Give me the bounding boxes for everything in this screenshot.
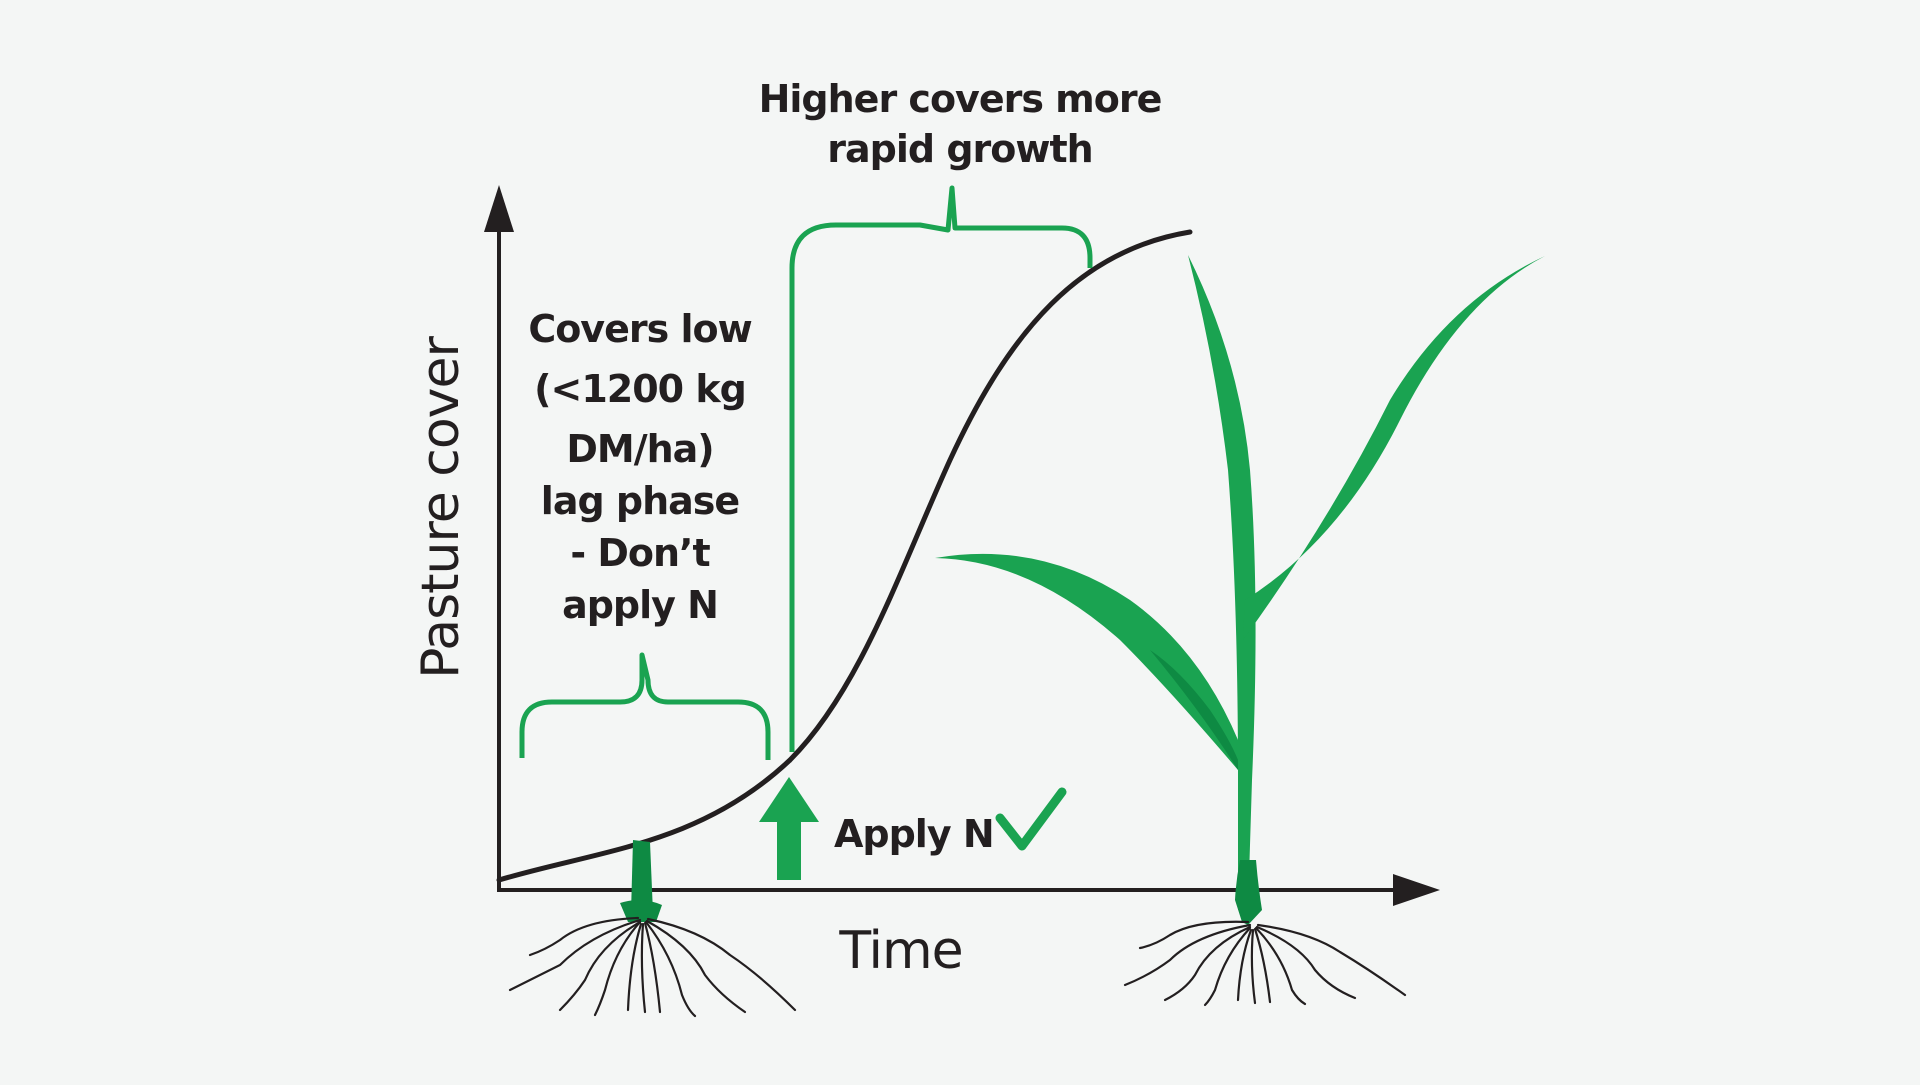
- high-cover-bracket: [789, 185, 1093, 752]
- seedling-stem: [631, 840, 653, 913]
- low-cover-label-line-1: Covers low: [528, 307, 751, 351]
- y-axis-arrowhead: [484, 185, 514, 232]
- growth-curve: [496, 229, 1193, 883]
- large-plant-roots: [1123, 920, 1407, 1007]
- low-cover-label-line-2: (<1200 kg: [534, 367, 746, 411]
- small-plant-icon: [508, 840, 797, 1018]
- large-plant-upper-leaf: [1243, 256, 1545, 640]
- low-cover-bracket: [519, 652, 771, 760]
- low-cover-label-line-6: apply N: [562, 583, 718, 627]
- up-arrow-icon: [759, 777, 819, 880]
- x-axis-arrowhead: [1393, 874, 1440, 906]
- low-cover-label-line-3: DM/ha): [566, 427, 713, 471]
- low-cover-label-line-5: - Don’t: [570, 531, 710, 575]
- low-cover-label-line-4: lag phase: [541, 479, 739, 523]
- large-plant-stem-leaf: [1188, 255, 1256, 910]
- seedling-roots: [508, 916, 797, 1018]
- seedling-crown: [620, 899, 662, 922]
- x-axis-label: Time: [838, 921, 962, 981]
- high-cover-label-line-2: rapid growth: [827, 127, 1092, 171]
- large-plant-icon: [935, 255, 1545, 1007]
- large-plant-base: [1235, 860, 1262, 925]
- y-axis-label: Pasture cover: [411, 336, 471, 679]
- apply-n-label: Apply N: [834, 812, 994, 856]
- large-plant-lower-leaf: [935, 553, 1238, 770]
- high-cover-label-line-1: Higher covers more: [759, 77, 1162, 121]
- checkmark-icon: [995, 787, 1067, 851]
- y-axis: [484, 185, 514, 890]
